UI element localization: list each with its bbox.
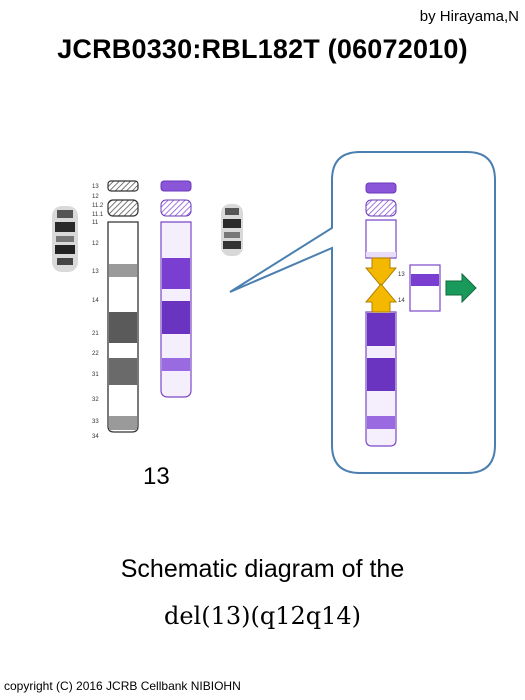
- svg-text:33: 33: [92, 419, 99, 425]
- caption-line-1: Schematic diagram of the: [120, 555, 405, 583]
- chromosome-photo-right: [221, 204, 243, 256]
- author-credit: by Hirayama,N: [419, 8, 519, 25]
- svg-text:21: 21: [92, 331, 99, 337]
- inset-band-label: 14: [398, 298, 405, 304]
- svg-text:11: 11: [92, 220, 99, 226]
- derivative-chromosome-purple: [160, 180, 192, 398]
- svg-text:13: 13: [92, 269, 99, 275]
- copyright-footer: copyright (C) 2016 JCRB Cellbank NIBIOHN: [4, 679, 241, 693]
- svg-text:13: 13: [92, 184, 99, 190]
- deleted-segment: 13 14: [398, 264, 441, 312]
- caption-line-2: del(13)(q12q14): [163, 602, 362, 630]
- inset-band-label: 13: [398, 272, 405, 278]
- svg-text:12: 12: [92, 241, 99, 247]
- breakpoint-arrows: [364, 257, 398, 313]
- svg-text:34: 34: [92, 434, 99, 440]
- chromosome-number: 13: [143, 463, 170, 490]
- ideogram-band-labels: 13 12 11.2 11.1 11 12 13 14 21 22 31 32 …: [92, 184, 104, 440]
- svg-text:22: 22: [92, 351, 99, 357]
- svg-text:11.1: 11.1: [92, 212, 104, 218]
- inset-chromosome: [365, 182, 397, 447]
- svg-text:32: 32: [92, 397, 99, 403]
- svg-text:11.2: 11.2: [92, 203, 104, 209]
- svg-text:12: 12: [92, 194, 99, 200]
- ideogram-chromosome-13: [107, 180, 139, 433]
- svg-text:14: 14: [92, 298, 99, 304]
- arrow-right-icon: [445, 272, 477, 304]
- chromosome-photo-left: [52, 206, 78, 272]
- zoom-callout-frame: [229, 151, 496, 474]
- svg-text:31: 31: [92, 372, 99, 378]
- page-title: JCRB0330:RBL182T (06072010): [57, 34, 468, 64]
